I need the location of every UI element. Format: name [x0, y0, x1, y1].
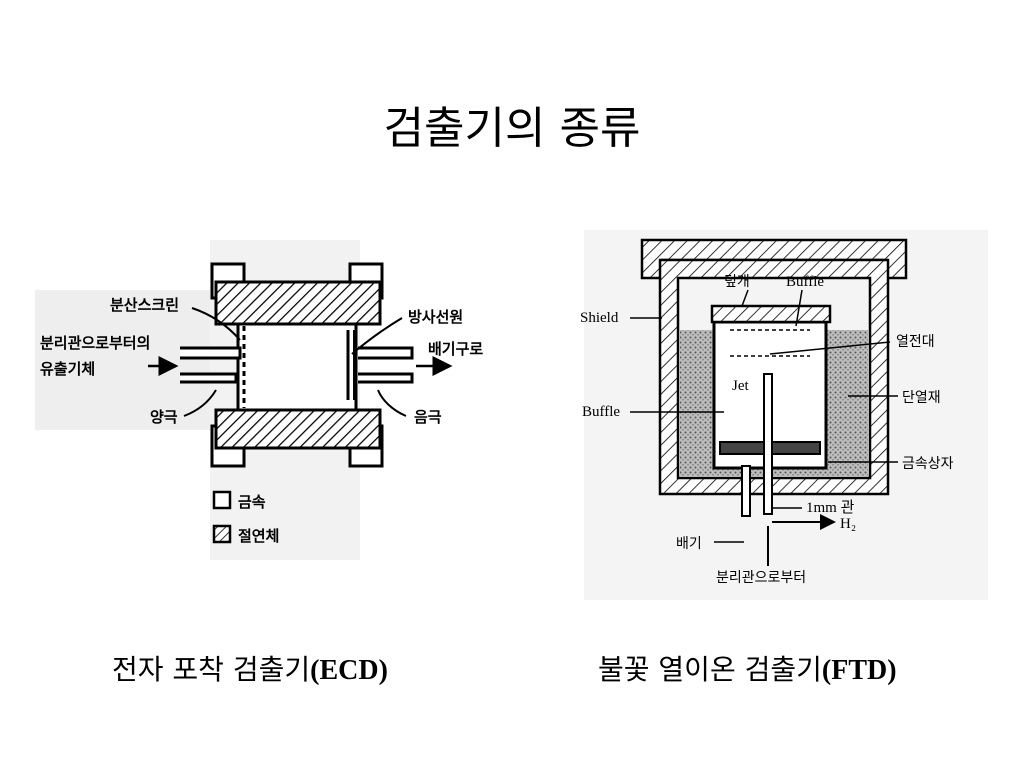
ecd-top-insulator — [214, 280, 382, 326]
ecd-label-dispersion-screen: 분산스크린 — [110, 296, 179, 314]
ecd-label-radiation-source: 방사선원 — [408, 308, 463, 326]
ftd-caption-main: 불꽃 열이온 검출기 — [598, 653, 822, 686]
ecd-label-anode: 양극 — [150, 408, 178, 426]
ecd-chamber — [236, 322, 358, 412]
page-title: 검출기의 종류 — [383, 103, 641, 154]
ecd-legend-insulator-label: 절연체 — [238, 527, 279, 545]
ftd-label-thermocouple: 열전대 — [896, 334, 935, 350]
ftd-label-from-column: 분리관으로부터 — [716, 570, 806, 586]
ecd-legend-metal-swatch — [212, 490, 232, 510]
ftd-label-baffle-top: Buffle — [786, 274, 824, 290]
ftd-exhaust-tube — [741, 465, 751, 517]
ecd-label-cathode: 음극 — [414, 408, 442, 426]
ftd-label-hydrogen: H₂ — [840, 516, 856, 532]
ftd-label-baffle-left: Buffle — [582, 404, 620, 420]
ecd-caption-main: 전자 포착 검출기 — [112, 653, 311, 686]
ecd-caption: 전자 포착 검출기(ECD) — [112, 648, 388, 688]
ftd-label-tube: 1mm 관 — [806, 499, 855, 516]
ecd-diagram: 분산스크린 분리관으로부터의 유출기체 양극 방사선원 배기구로 음극 금속 절… — [35, 240, 483, 560]
ftd-label-lid: 덮개 — [724, 274, 750, 290]
ftd-insulation-left — [680, 330, 714, 476]
ecd-legend-metal-label: 금속 — [238, 493, 266, 511]
ftd-caption: 불꽃 열이온 검출기(FTD) — [598, 648, 897, 688]
ftd-label-shield: Shield — [580, 310, 619, 326]
ecd-label-column-effluent-2: 유출기체 — [40, 360, 95, 378]
ftd-label-insulator: 단열재 — [902, 390, 941, 406]
ecd-label-column-effluent-1: 분리관으로부터의 — [40, 334, 150, 352]
ftd-caption-abbr: (FTD) — [821, 655, 897, 686]
ftd-label-exhaust: 배기 — [676, 536, 702, 552]
ecd-bottom-insulator — [214, 408, 382, 450]
ftd-label-metal-box: 금속상자 — [902, 456, 954, 472]
ftd-lid — [710, 304, 832, 324]
ecd-label-exhaust: 배기구로 — [428, 340, 483, 358]
ftd-jet — [763, 373, 773, 515]
ecd-legend-insulator-swatch — [212, 524, 232, 544]
ftd-diagram: 덮개 Buffle Shield 열전대 Jet Buffle 단열재 금속상자… — [580, 230, 988, 600]
ftd-label-jet: Jet — [732, 378, 749, 394]
ftd-insulation-right — [826, 330, 868, 476]
ecd-caption-abbr: (ECD) — [310, 655, 388, 686]
